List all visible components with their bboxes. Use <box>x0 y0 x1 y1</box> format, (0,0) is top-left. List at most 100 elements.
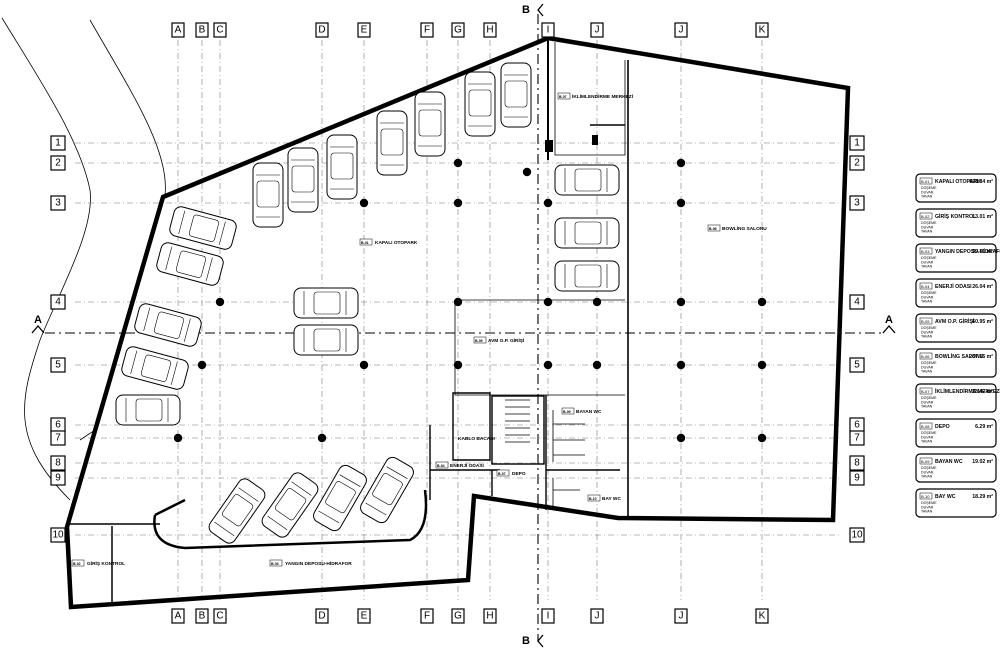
svg-text:E: E <box>361 25 368 36</box>
svg-text:2: 2 <box>55 158 61 169</box>
svg-text:5: 5 <box>55 360 61 371</box>
column-marker <box>543 297 553 307</box>
svg-text:10: 10 <box>52 530 64 541</box>
svg-text:DEPO: DEPO <box>935 424 950 430</box>
svg-text:J: J <box>679 25 684 36</box>
svg-text:F: F <box>424 611 430 622</box>
svg-text:1: 1 <box>854 138 860 149</box>
site-boundary-curve-2 <box>89 19 166 196</box>
section-label-horizontal: A <box>34 314 42 326</box>
room-label-depo: B-07 DEPO <box>496 469 526 477</box>
svg-text:İKLİMLENDİRME MERKEZİ: İKLİMLENDİRME MERKEZİ <box>572 93 634 100</box>
room-label-avm-giris: B-05 AVM O.P. GİRİŞİ <box>473 336 525 344</box>
svg-text:AVM O.P. GİRİŞİ: AVM O.P. GİRİŞİ <box>488 337 525 344</box>
svg-text:DUVAR: DUVAR <box>921 505 934 509</box>
room-label-bowling: B-06 BOWLİNG SALONU <box>707 224 767 232</box>
column-marker <box>676 198 686 208</box>
grid-column-label: K <box>755 608 769 624</box>
column-marker <box>676 433 686 443</box>
svg-text:GİRİŞ KONTROL: GİRİŞ KONTROL <box>935 213 977 220</box>
room-labels: B-01 KAPALI OTOPARK B-02 GİRİŞ KONTROL B… <box>71 92 767 567</box>
svg-text:C: C <box>216 25 223 36</box>
parked-car <box>376 110 408 176</box>
column-marker <box>757 433 767 443</box>
grid-column-label: J <box>590 22 604 38</box>
svg-text:B-10: B-10 <box>589 497 597 501</box>
svg-text:İKLİMLENDİRME MERKEZİ: İKLİMLENDİRME MERKEZİ <box>935 388 1000 395</box>
svg-text:DUVAR: DUVAR <box>921 190 934 194</box>
svg-text:YANGIN DEPOSU-HİDRAFOR: YANGIN DEPOSU-HİDRAFOR <box>935 248 1000 255</box>
svg-text:DÖŞEME: DÖŞEME <box>921 291 937 295</box>
svg-text:ENERJİ ODASI: ENERJİ ODASI <box>450 462 485 469</box>
grid-column-label: J <box>674 22 688 38</box>
svg-text:DUVAR: DUVAR <box>921 400 934 404</box>
column-marker <box>173 433 183 443</box>
svg-text:TAVAN: TAVAN <box>921 195 933 199</box>
grid-row-label: 2 <box>849 155 865 171</box>
grid-column-label: J <box>674 608 688 624</box>
svg-text:DEPO: DEPO <box>512 471 526 477</box>
svg-text:B-04: B-04 <box>921 284 930 289</box>
svg-text:B-03: B-03 <box>271 562 279 566</box>
grid-column-label: G <box>451 608 465 624</box>
svg-text:ENERJİ ODASI: ENERJİ ODASI <box>935 283 972 290</box>
svg-text:BOWLİNG SALONU: BOWLİNG SALONU <box>935 353 984 360</box>
column-marker <box>317 433 327 443</box>
parked-car <box>326 134 358 200</box>
column-marker <box>453 198 463 208</box>
svg-text:B-06: B-06 <box>709 227 717 231</box>
svg-text:G: G <box>454 611 462 622</box>
grid-row-label: 8 <box>849 455 865 471</box>
svg-text:J: J <box>595 25 600 36</box>
column-marker <box>359 198 369 208</box>
svg-text:TAVAN: TAVAN <box>921 230 933 234</box>
column-marker <box>676 297 686 307</box>
svg-text:59.51 m²: 59.51 m² <box>972 249 993 255</box>
parked-car <box>464 71 496 137</box>
grid-column-label: C <box>213 22 227 38</box>
svg-text:4: 4 <box>55 297 61 308</box>
svg-text:7: 7 <box>55 433 61 444</box>
svg-text:DUVAR: DUVAR <box>921 470 934 474</box>
grid-column-label: F <box>420 22 434 38</box>
svg-text:H: H <box>486 25 493 36</box>
parked-car <box>360 456 414 524</box>
svg-text:DUVAR: DUVAR <box>921 435 934 439</box>
grid-row-label: 10 <box>849 527 865 543</box>
svg-text:7: 7 <box>854 433 860 444</box>
grid-column-label: E <box>357 22 371 38</box>
svg-text:AVM O.P. GİRİŞİ: AVM O.P. GİRİŞİ <box>935 318 975 325</box>
grid-row-label: 9 <box>50 470 66 486</box>
kablo-bacasi-label: KABLO BACASI <box>458 436 495 442</box>
svg-text:TAVAN: TAVAN <box>921 335 933 339</box>
grid-column-label: J <box>590 608 604 624</box>
grid-row-label: 1 <box>849 135 865 151</box>
column-marker <box>215 297 225 307</box>
svg-text:18.29 m²: 18.29 m² <box>972 494 993 500</box>
svg-text:C: C <box>216 611 223 622</box>
svg-text:DUVAR: DUVAR <box>921 330 934 334</box>
svg-text:DUVAR: DUVAR <box>921 260 934 264</box>
parked-car <box>261 472 319 538</box>
parked-car <box>554 217 620 249</box>
parked-car <box>134 303 202 347</box>
svg-text:F: F <box>424 25 430 36</box>
svg-text:13.01 m²: 13.01 m² <box>972 214 993 220</box>
parked-car <box>313 464 367 532</box>
svg-text:8: 8 <box>854 458 860 469</box>
column-marker <box>197 360 207 370</box>
parked-car <box>554 260 620 292</box>
grid-row-label: 4 <box>50 294 66 310</box>
svg-text:TAVAN: TAVAN <box>921 440 933 444</box>
svg-text:B-07: B-07 <box>498 472 506 476</box>
column-marker <box>676 158 686 168</box>
grid-column-label: E <box>357 608 371 624</box>
svg-text:B-05: B-05 <box>921 319 930 324</box>
